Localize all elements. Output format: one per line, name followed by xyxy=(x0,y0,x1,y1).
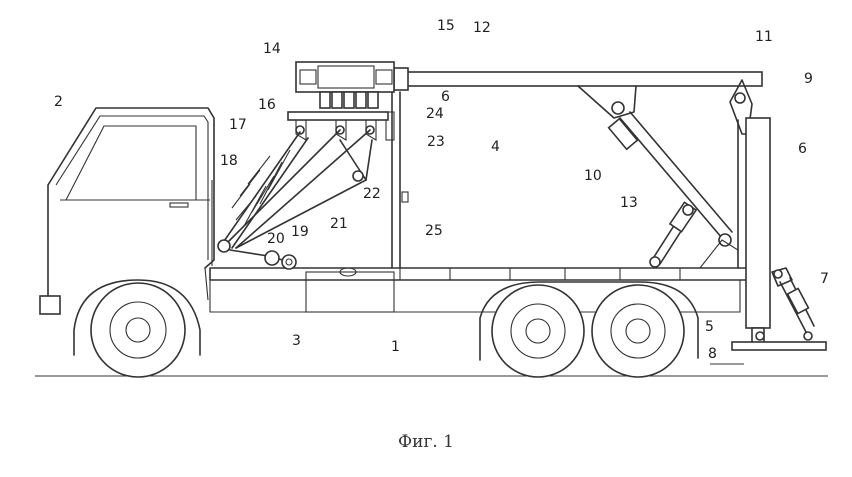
callout-9: 9 xyxy=(804,71,813,87)
platform-bracket xyxy=(287,111,389,141)
callout-18: 18 xyxy=(220,153,238,169)
callout-5: 5 xyxy=(705,319,714,335)
callout-15: 15 xyxy=(437,18,455,34)
hydraulic-tipper xyxy=(577,85,739,269)
callout-2: 2 xyxy=(54,94,63,110)
figure-caption: Фиг. 1 xyxy=(398,432,454,452)
callout-24: 24 xyxy=(426,106,444,122)
callout-23: 23 xyxy=(427,134,445,150)
callout-17: 17 xyxy=(229,117,247,133)
callout-8: 8 xyxy=(708,346,717,362)
callout-10: 10 xyxy=(584,168,602,184)
truck-cab xyxy=(39,107,215,315)
callout-11: 11 xyxy=(755,29,773,45)
callout-1: 1 xyxy=(391,339,400,355)
body-frame xyxy=(385,91,739,269)
callout-21: 21 xyxy=(330,216,348,232)
callout-12: 12 xyxy=(473,20,491,36)
callout-19: 19 xyxy=(291,224,309,240)
callout-22: 22 xyxy=(363,186,381,202)
rear-outrigger xyxy=(710,117,827,365)
callout-16: 16 xyxy=(258,97,276,113)
loading-crane xyxy=(211,129,373,266)
callout-3: 3 xyxy=(292,333,301,349)
callout-25: 25 xyxy=(425,223,443,239)
truck-wheels xyxy=(73,279,699,378)
callout-20: 20 xyxy=(267,231,285,247)
callout-14: 14 xyxy=(263,41,281,57)
callout-6-right: 6 xyxy=(798,141,807,157)
callout-7: 7 xyxy=(820,271,829,287)
callout-4: 4 xyxy=(491,139,500,155)
callout-labels: 1 2 3 4 5 6 6 7 8 9 10 11 12 13 14 15 16… xyxy=(54,18,829,362)
callout-6-top: 6 xyxy=(441,89,450,105)
callout-13: 13 xyxy=(620,195,638,211)
motor-unit xyxy=(295,61,395,109)
winch-roller xyxy=(229,249,297,270)
